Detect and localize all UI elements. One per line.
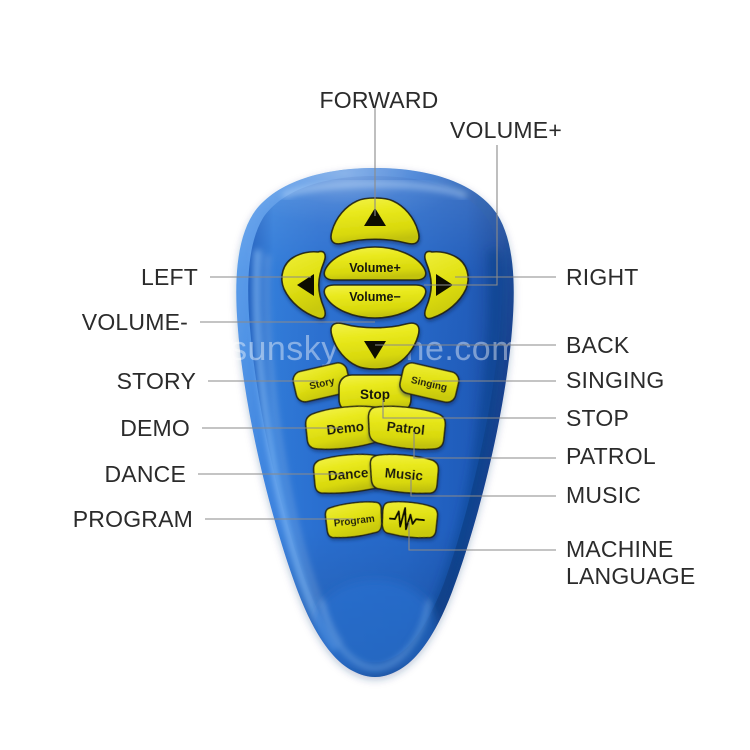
button-machine-language-cap[interactable] [380,500,439,540]
callout-dance: DANCE [104,461,186,487]
leader-stop [382,400,556,419]
button-story[interactable]: Story [291,361,352,404]
triangle-up-icon [364,208,386,226]
callout-music: MUSIC [566,482,641,508]
button-dance[interactable]: Dance [312,452,384,495]
button-volume-up[interactable]: Volume+ [323,246,427,281]
button-music-label: Music [384,465,424,483]
callout-demo: DEMO [120,415,190,441]
callout-stop: STOP [566,405,629,431]
callout-language: LANGUAGE [566,563,695,589]
button-patrol-cap[interactable] [366,403,447,452]
button-music-cap[interactable] [368,452,440,495]
waveform-icon [389,507,425,531]
button-volume-down[interactable]: Volume− [323,284,427,319]
button-patrol-label: Patrol [386,419,426,438]
callout-singing: SINGING [566,367,665,393]
button-dance-label: Dance [327,465,369,484]
button-program-label: Program [333,514,375,530]
callout-forward: FORWARD [320,87,439,113]
button-volume-up-label: Volume+ [349,261,401,275]
callout-back: BACK [566,332,630,358]
button-stop-label: Stop [360,387,390,402]
button-forward[interactable] [330,197,420,245]
button-demo-label: Demo [326,419,365,438]
leader-lines [198,108,556,551]
leader-volume-up [424,145,498,286]
button-volume-down-label: Volume− [349,290,401,304]
button-program[interactable]: Program [324,500,384,540]
callout-right: RIGHT [566,264,639,290]
callout-machine: MACHINE [566,536,673,562]
triangle-left-icon [297,274,314,296]
leader-music [410,478,556,497]
callout-program: PROGRAM [73,506,193,532]
callout-story: STORY [117,368,196,394]
callout-volume-down: VOLUME- [82,309,188,335]
button-singing[interactable]: Singing [398,361,461,404]
button-machine-language[interactable] [380,500,439,540]
button-volume-down-cap[interactable] [323,284,427,319]
callout-volume-up: VOLUME+ [450,117,562,143]
button-patrol[interactable]: Patrol [366,403,447,452]
button-singing-cap[interactable] [398,361,461,404]
leader-machine-language [408,522,556,551]
callout-patrol: PATROL [566,443,656,469]
button-volume-up-cap[interactable] [323,246,427,281]
button-cluster: Volume+ Volume− Story S [281,197,469,540]
button-music[interactable]: Music [368,452,440,495]
callout-left: LEFT [141,264,198,290]
button-program-cap[interactable] [324,500,384,540]
leader-patrol [413,432,556,459]
callout-labels: FORWARD VOLUME+ LEFT VOLUME- STORY DEMO … [73,87,695,589]
button-left[interactable] [281,250,326,320]
